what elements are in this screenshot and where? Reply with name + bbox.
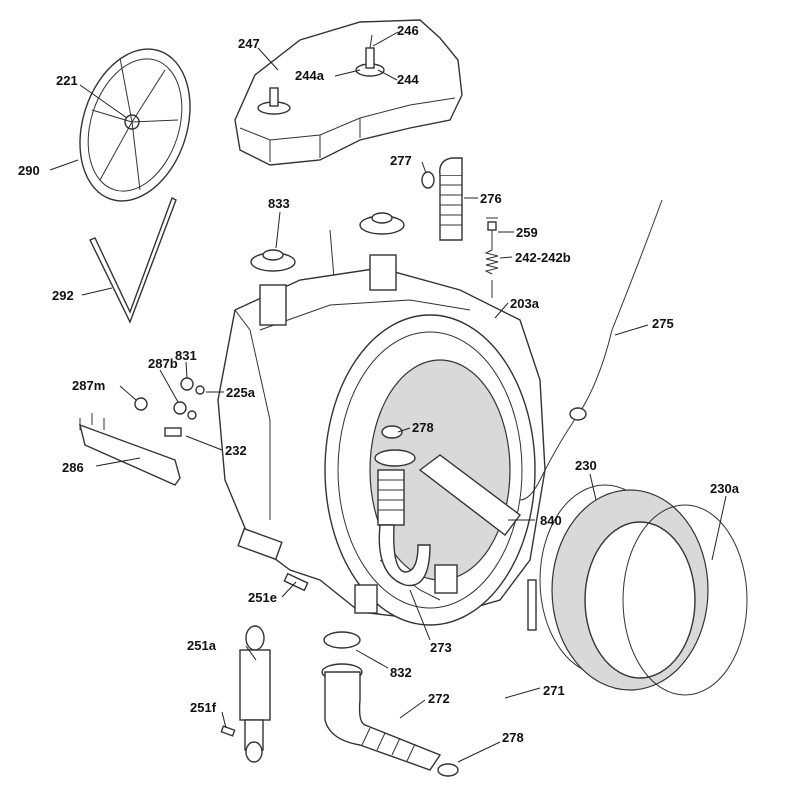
- callout-251a: 251a: [187, 638, 217, 653]
- callout-251f: 251f: [190, 700, 217, 715]
- callout-278-bottom: 278: [502, 730, 524, 745]
- sump-hose-273: [374, 425, 431, 587]
- callout-840: 840: [540, 513, 562, 528]
- callout-labels: 247 246 244a 244 221 290 277 276 833 259…: [18, 23, 740, 745]
- heater-cover-840: [418, 454, 521, 536]
- callout-242-242b: 242-242b: [515, 250, 571, 265]
- door-boot-271: [527, 484, 748, 696]
- counterweight-247: [234, 19, 463, 166]
- wire-275: [519, 199, 663, 501]
- callout-292: 292: [52, 288, 74, 303]
- callout-276: 276: [480, 191, 502, 206]
- callout-230: 230: [575, 458, 597, 473]
- callout-221: 221: [56, 73, 78, 88]
- drain-hose-272: [321, 631, 459, 777]
- callout-272: 272: [428, 691, 450, 706]
- callout-832: 832: [390, 665, 412, 680]
- leader-lines: [49, 31, 727, 763]
- drum-pulley-290: [79, 48, 191, 202]
- callout-230a: 230a: [710, 481, 740, 496]
- callout-277: 277: [390, 153, 412, 168]
- heating-element-286: [78, 413, 181, 486]
- callout-244a: 244a: [295, 68, 325, 83]
- callout-225a: 225a: [226, 385, 256, 400]
- shock-absorber-251a: [220, 572, 309, 763]
- callout-246: 246: [397, 23, 419, 38]
- spring-242: [484, 217, 499, 298]
- callout-251e: 251e: [248, 590, 277, 605]
- callout-232: 232: [225, 443, 247, 458]
- callout-831: 831: [175, 348, 197, 363]
- callout-271: 271: [543, 683, 565, 698]
- hose-276: [421, 157, 463, 241]
- callout-287m: 287m: [72, 378, 105, 393]
- outer-tub-203a: [217, 254, 546, 626]
- callout-244: 244: [397, 72, 419, 87]
- callout-259: 259: [516, 225, 538, 240]
- callout-275: 275: [652, 316, 674, 331]
- callout-286: 286: [62, 460, 84, 475]
- callout-833: 833: [268, 196, 290, 211]
- drive-belt-292: [89, 197, 177, 324]
- callout-290: 290: [18, 163, 40, 178]
- sensor-parts: [134, 377, 205, 437]
- callout-247: 247: [238, 36, 260, 51]
- callout-287b: 287b: [148, 356, 178, 371]
- callout-203a: 203a: [510, 296, 540, 311]
- callout-273: 273: [430, 640, 452, 655]
- callout-278-top: 278: [412, 420, 434, 435]
